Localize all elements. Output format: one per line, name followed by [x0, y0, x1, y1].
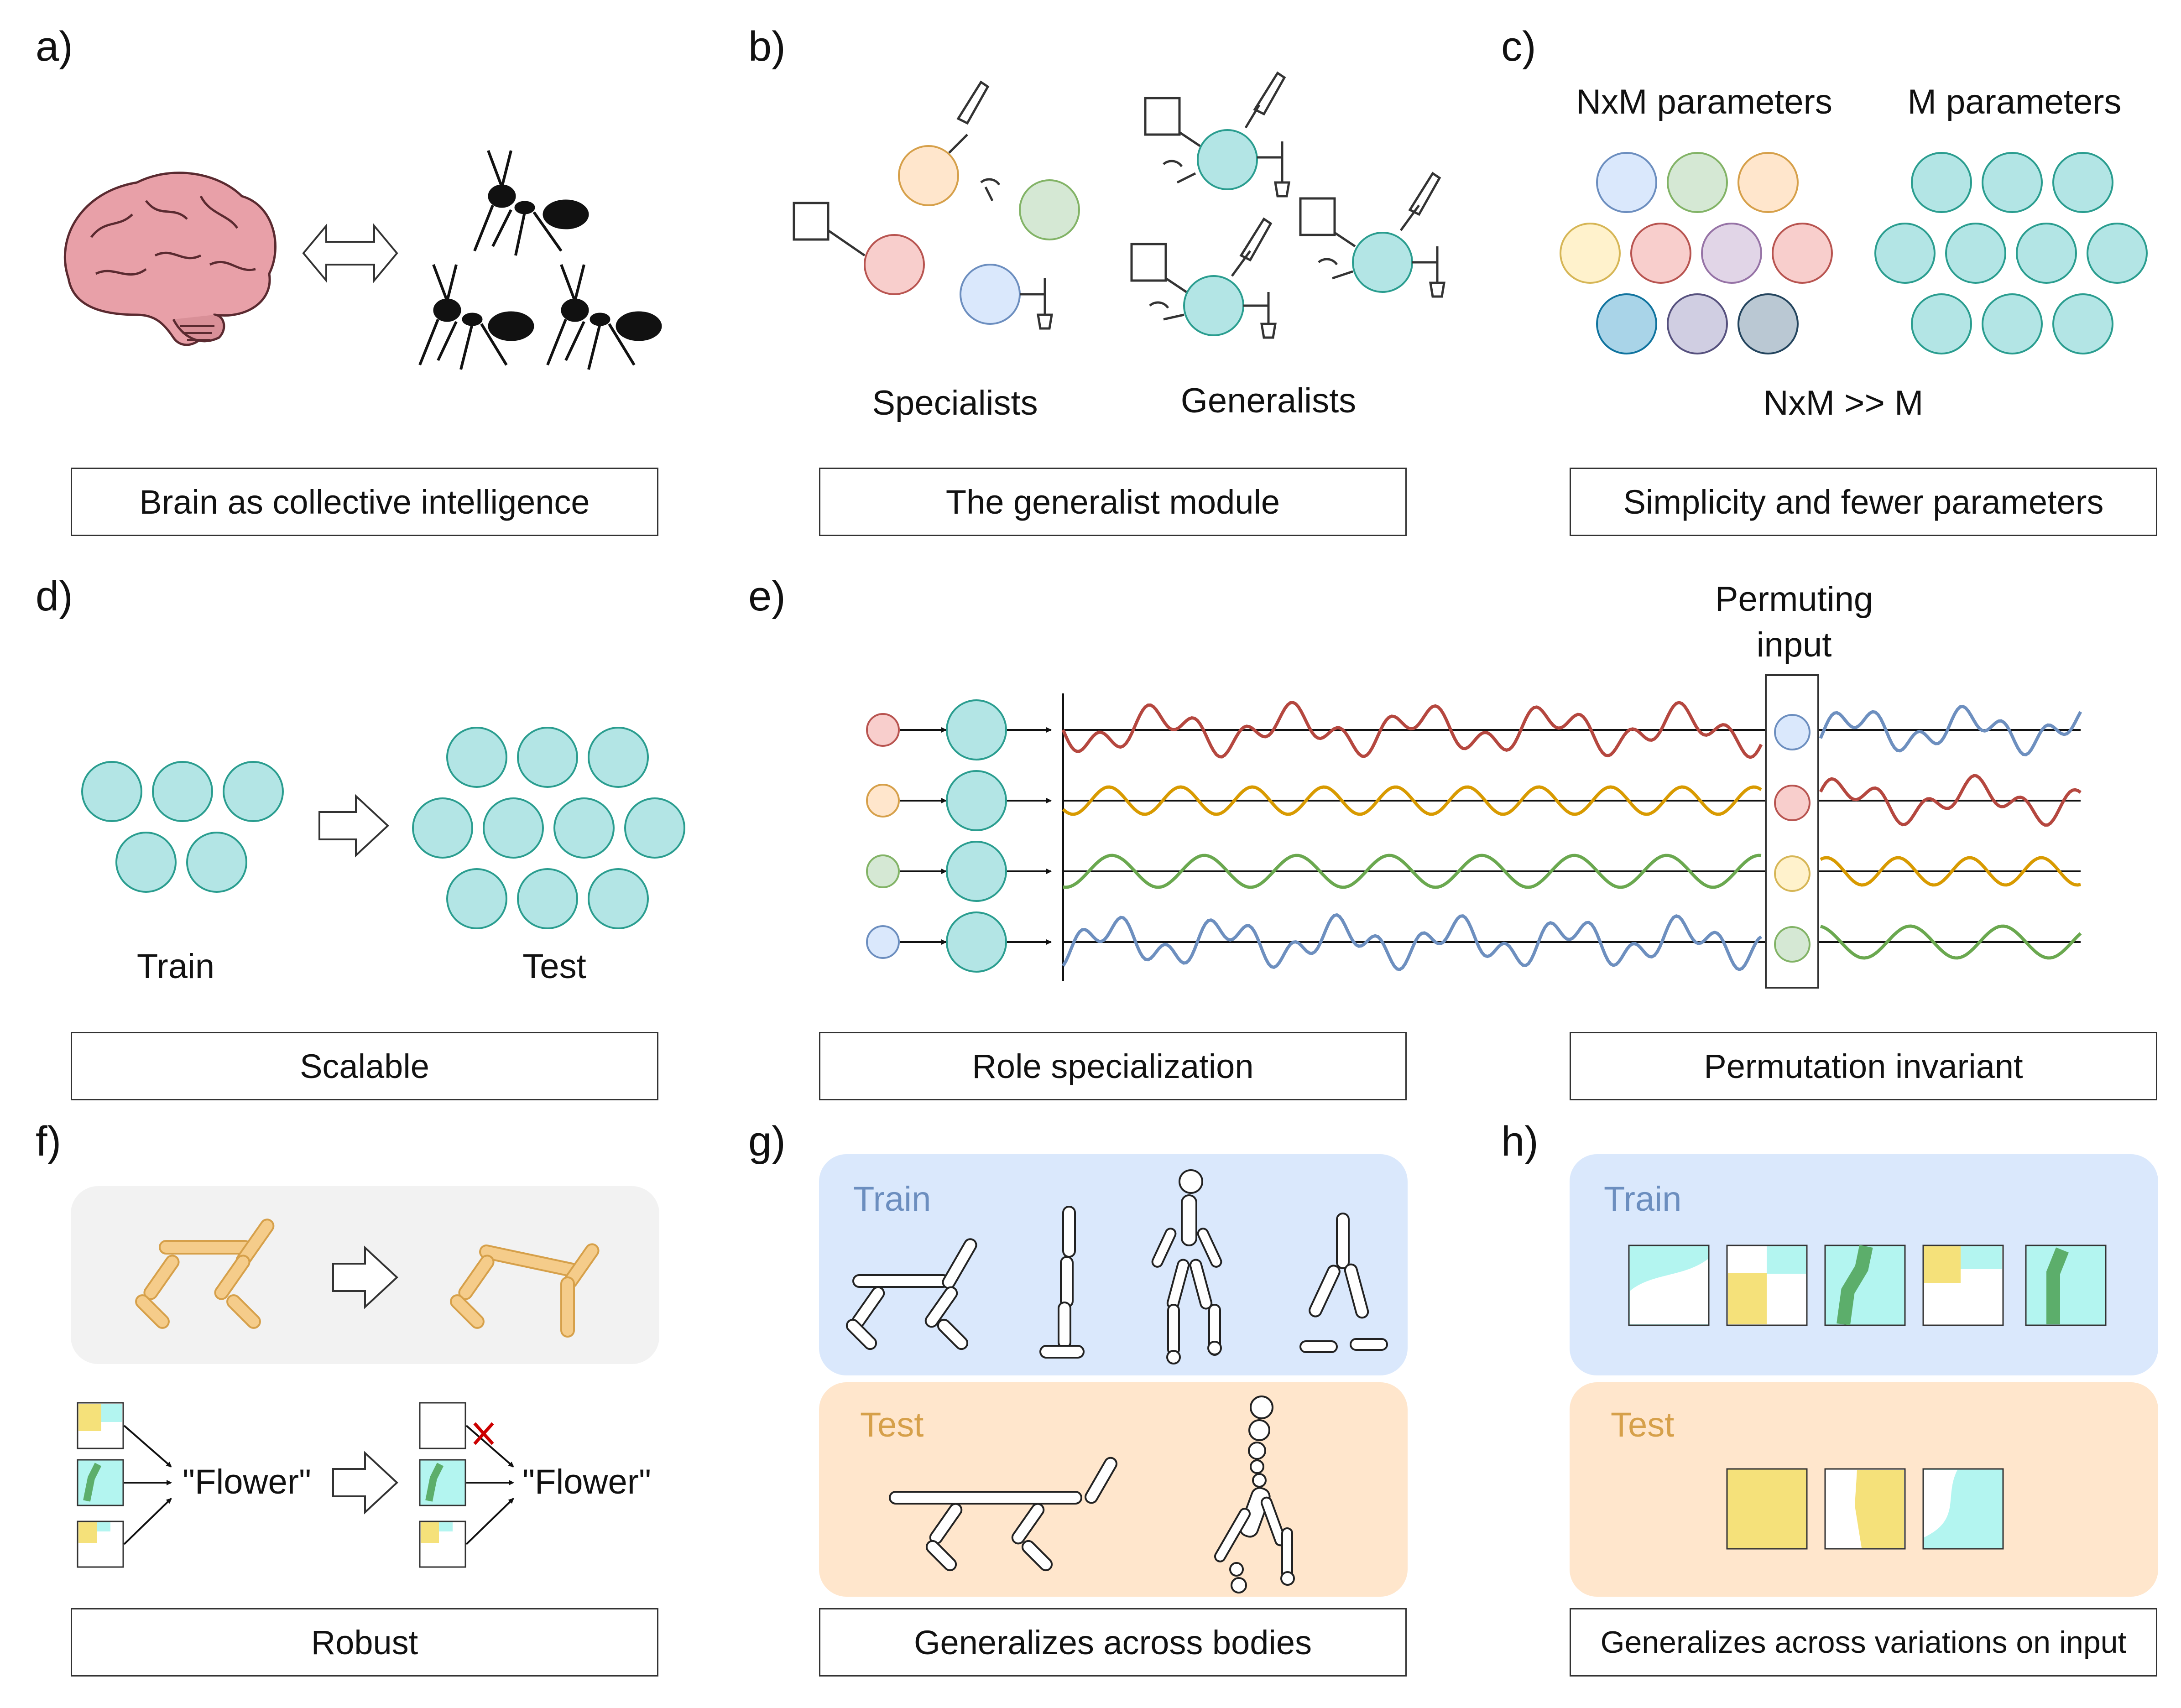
signal-red [1061, 701, 1763, 759]
bodies-test-label: Test [860, 1406, 924, 1444]
signal-blue [1061, 913, 1763, 971]
flower-output-right: "Flower" [522, 1463, 651, 1501]
signal-blue-permuted [1819, 704, 2082, 757]
signal-modules [946, 699, 1007, 973]
inputs-test-label: Test [1611, 1406, 1675, 1444]
train-bodies [845, 1169, 1388, 1364]
damage-arrow-icon [332, 1245, 398, 1309]
panel-a-letter: a) [36, 23, 73, 70]
signal-green [1063, 854, 1762, 889]
cross-icon [473, 1422, 494, 1445]
robot-body-original [135, 1219, 275, 1329]
caption-simplicity: Simplicity and fewer parameters [1570, 468, 2157, 536]
brain-icon [63, 172, 277, 346]
test-modules [412, 727, 685, 929]
panel-d-letter: d) [36, 573, 73, 620]
specialist-modules [793, 80, 1080, 330]
m-parameter-circles [1874, 152, 2148, 354]
double-arrow-icon [302, 223, 398, 283]
panel-f-letter: f) [36, 1118, 62, 1165]
signal-green-permuted [1820, 924, 2082, 960]
caption-scalable: Scalable [71, 1032, 658, 1100]
train-input-patches [1628, 1245, 2107, 1326]
caption-role: Role specialization [819, 1032, 1407, 1100]
bodies-train-background [819, 1154, 1408, 1375]
input-label: input [1756, 625, 1832, 664]
robot-body-damaged [450, 1243, 600, 1338]
caption-permutation: Permutation invariant [1570, 1032, 2157, 1100]
signal-waves [1061, 701, 2082, 971]
inputs-train-label: Train [1604, 1180, 1682, 1219]
robust-arrow-icon [332, 1451, 398, 1515]
signal-red-permuted [1819, 774, 2082, 827]
signal-orange-permuted [1820, 856, 2081, 887]
caption-bodies: Generalizes across bodies [819, 1608, 1407, 1677]
specialists-label: Specialists [872, 384, 1038, 422]
panel-b-letter: b) [748, 23, 786, 70]
input-patches-right [419, 1402, 514, 1568]
scale-arrow-icon [318, 794, 389, 858]
generalist-modules [1130, 71, 1445, 339]
panel-c-letter: c) [1501, 23, 1536, 70]
bodies-test-background [819, 1382, 1408, 1597]
nxm-parameter-circles [1560, 152, 1833, 354]
caption-robust: Robust [71, 1608, 658, 1677]
caption-inputs: Generalizes across variations on input [1570, 1608, 2157, 1677]
ants-icon [418, 150, 662, 370]
permute-box [1765, 674, 1819, 989]
input-patches-left [77, 1402, 172, 1568]
flower-output-left: "Flower" [183, 1463, 311, 1501]
scalable-train-label: Train [136, 947, 215, 986]
scalable-test-label: Test [522, 947, 586, 986]
bodies-train-label: Train [853, 1180, 931, 1219]
test-input-patches [1726, 1468, 2004, 1550]
panel-h-letter: h) [1501, 1118, 1539, 1165]
caption-generalist: The generalist module [819, 468, 1407, 536]
nxm-parameters-label: NxM parameters [1576, 83, 1832, 121]
generalists-label: Generalists [1180, 381, 1357, 420]
caption-brain: Brain as collective intelligence [71, 468, 658, 536]
train-modules [81, 761, 284, 893]
comparison-label: NxM >> M [1763, 384, 1924, 422]
test-bodies [889, 1396, 1295, 1593]
signal-inputs [866, 713, 900, 959]
signal-arrows [900, 727, 1052, 945]
panel-g-letter: g) [748, 1118, 786, 1165]
signal-orange [1062, 785, 1762, 816]
permuting-label: Permuting [1715, 580, 1873, 619]
m-parameters-label: M parameters [1907, 83, 2122, 121]
panel-e-letter: e) [748, 573, 786, 620]
